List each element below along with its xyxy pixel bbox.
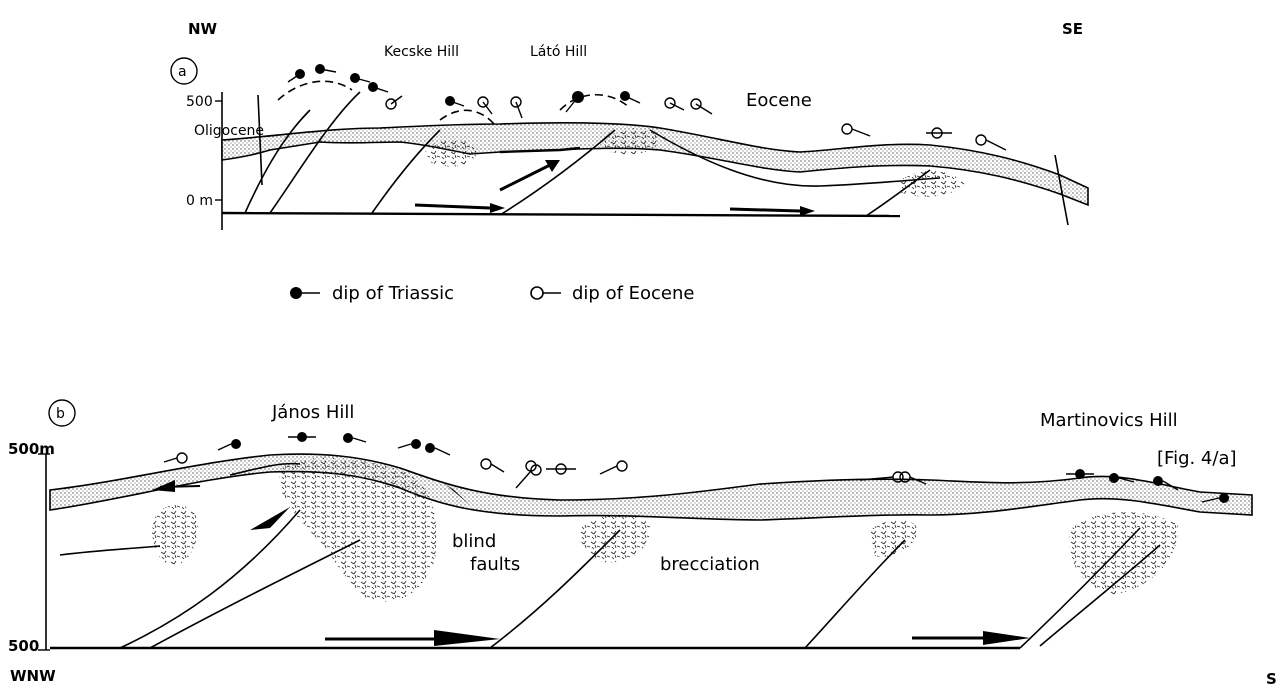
janos-hill-label: János Hill	[271, 402, 354, 423]
direction-se-label: SE	[1062, 20, 1083, 38]
brecciation-janos	[280, 458, 437, 602]
slip-arrow-b3-head	[250, 507, 290, 530]
eroded-fold-a2	[440, 110, 495, 125]
slip-arrow-a1-head	[490, 203, 505, 213]
scale-0-label: 0 m	[186, 193, 213, 209]
direction-nw-label: NW	[188, 20, 218, 38]
legend-eocene-symbol	[531, 287, 543, 299]
slip-arrow-b2-head	[983, 631, 1030, 645]
legend-eocene-label: dip of Eocene	[572, 283, 694, 304]
slip-arrow-a1	[415, 205, 490, 208]
eroded-fold-a1	[278, 81, 352, 100]
kecske-hill-label: Kecske Hill	[384, 44, 459, 60]
detachment-a	[222, 213, 900, 216]
eocene-label: Eocene	[746, 90, 812, 111]
thrust-b1	[120, 510, 300, 648]
slip-arrow-b1-head	[434, 630, 500, 646]
brecciation-b1	[152, 505, 198, 565]
direction-wnw-label: WNW	[10, 667, 56, 684]
brecciation-label: brecciation	[660, 554, 760, 575]
brecciation-patch-a3	[900, 171, 965, 197]
brecciation-b2	[580, 515, 650, 563]
legend: dip of Triassic dip of Eocene	[290, 283, 694, 304]
scale-top-label: 500m	[8, 440, 55, 458]
panel-b: b János Hill Martinovics Hill [Fig. 4/a]…	[8, 400, 1277, 684]
direction-s-label: S	[1266, 670, 1277, 684]
figure-reference: [Fig. 4/a]	[1157, 448, 1237, 469]
panel-b-letter: b	[56, 406, 65, 422]
scale-500-label: 500	[186, 94, 213, 110]
panel-a-letter: a	[178, 64, 187, 80]
bedding-line-b1	[60, 546, 160, 555]
thrust-a2	[270, 92, 360, 213]
lato-hill-label: Látó Hill	[530, 44, 587, 60]
legend-triassic-symbol	[290, 287, 302, 299]
martinovics-hill-label: Martinovics Hill	[1040, 410, 1178, 431]
panel-a: NW SE a Kecske Hill Látó Hill Eocene Oli…	[171, 20, 1088, 230]
legend-triassic-label: dip of Triassic	[332, 283, 454, 304]
blind-label: blind	[452, 531, 496, 552]
brecciation-b4	[1069, 512, 1178, 595]
faults-label: faults	[470, 554, 520, 575]
scale-bottom-label: 500	[8, 637, 39, 655]
thrust-b4	[805, 540, 905, 648]
eroded-fold-a3	[560, 95, 630, 110]
slip-arrow-a2	[730, 209, 800, 211]
eocene-layer-b	[50, 454, 1252, 520]
